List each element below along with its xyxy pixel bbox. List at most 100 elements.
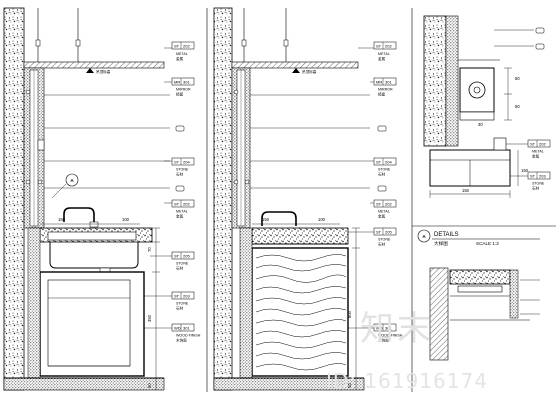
svg-text:MR: MR — [174, 80, 180, 85]
svg-text:MIRROR: MIRROR — [378, 88, 393, 92]
detail-dim-150b: 150 — [521, 168, 529, 173]
dim-100-2: 100 — [318, 217, 326, 222]
tag-2-2: MR 301 MIRROR 镜面 — [373, 77, 397, 97]
svg-text:ST: ST — [530, 174, 536, 179]
svg-text:203: 203 — [183, 294, 190, 299]
svg-text:镜面: 镜面 — [176, 92, 184, 97]
svg-text:金属: 金属 — [378, 56, 386, 61]
svg-text:ST: ST — [174, 160, 180, 165]
svg-text:MR: MR — [376, 80, 382, 85]
svg-text:203: 203 — [539, 174, 546, 179]
svg-text:石材: 石材 — [378, 242, 386, 247]
detail-tag-2: ST 203 STONE 石材 — [510, 171, 551, 191]
wood-grain-2 — [255, 254, 347, 371]
svg-text:ST: ST — [174, 254, 180, 259]
svg-text:ST: ST — [174, 202, 180, 207]
svg-text:WOOD FINISH: WOOD FINISH — [176, 334, 201, 338]
svg-text:METAL: METAL — [176, 210, 188, 214]
detail-scale: SCALE 1:3 — [476, 241, 499, 246]
svg-text:石材: 石材 — [176, 172, 184, 177]
svg-text:WD: WD — [376, 326, 383, 331]
svg-text:205: 205 — [385, 230, 392, 235]
ceiling-slab-1 — [23, 61, 165, 69]
svg-text:ST: ST — [376, 44, 382, 49]
svg-text:木饰面: 木饰面 — [176, 338, 187, 343]
detail-lower-wall — [429, 267, 449, 361]
detail-callout-a — [65, 173, 79, 187]
svg-text:202: 202 — [385, 202, 392, 207]
svg-text:STONE: STONE — [176, 168, 189, 172]
dim-150: 150 — [58, 217, 66, 222]
svg-text:301: 301 — [183, 80, 190, 85]
floor-slab-1 — [3, 377, 165, 391]
dim-50: 50 — [147, 383, 152, 388]
tag-2-4: ST 202 METAL 金属 — [373, 199, 397, 219]
watermark-brand: 知末 — [360, 309, 434, 349]
watermark: 知末 ID: 161916174 — [326, 309, 488, 393]
wall-section-1 — [3, 7, 25, 391]
tag-1-6: ST 203 STONE 石材 — [171, 291, 195, 311]
tag-1-5: ST 205 STONE 石材 — [171, 251, 195, 271]
svg-text:石材: 石材 — [176, 306, 184, 311]
ceiling-level-label-2: 吊顶标高 — [302, 69, 317, 74]
svg-text:204: 204 — [183, 160, 190, 165]
dim-70: 70 — [147, 247, 152, 252]
tag-1-3: ST 204 STONE 石材 — [171, 157, 195, 177]
svg-text:METAL: METAL — [378, 210, 390, 214]
dim-50-2: 50 — [347, 383, 352, 388]
svg-text:ST: ST — [376, 160, 382, 165]
tag-1-4: ST 202 METAL 金属 — [171, 199, 195, 219]
dim-800: 800 — [347, 310, 352, 318]
svg-text:202: 202 — [539, 142, 546, 147]
elevation-2: 吊顶标高 — [213, 7, 403, 391]
ceiling-level-marker-2 — [292, 68, 300, 73]
svg-text:ST: ST — [530, 142, 536, 147]
svg-text:METAL: METAL — [176, 52, 188, 56]
detail-dim-50a: 50 — [515, 76, 520, 81]
watermark-id: ID: 161916174 — [326, 369, 488, 393]
svg-text:301: 301 — [385, 326, 392, 331]
svg-text:金属: 金属 — [532, 154, 540, 159]
dim-350: 350 — [147, 314, 152, 322]
svg-text:202: 202 — [183, 202, 190, 207]
vanity-cabinet-2 — [251, 247, 349, 377]
detail-title-letter: A — [422, 234, 426, 239]
wall-section-2 — [213, 7, 233, 391]
faucet-2 — [261, 211, 297, 226]
svg-text:MIRROR: MIRROR — [176, 88, 191, 92]
tag-2-6: WD 301 WOOD FINISH 木饰面 — [373, 323, 403, 343]
svg-text:石材: 石材 — [378, 172, 386, 177]
svg-text:金属: 金属 — [378, 214, 386, 219]
detail-a: 50 50 30 150 150 ST 202 METAL 金属 ST 203 — [412, 15, 556, 361]
detail-tag-1: ST 202 METAL 金属 — [506, 139, 551, 159]
svg-text:METAL: METAL — [378, 52, 390, 56]
svg-text:STONE: STONE — [176, 302, 189, 306]
ceiling-level-label-1: 吊顶标高 — [96, 69, 111, 74]
svg-text:WD: WD — [174, 326, 181, 331]
svg-text:301: 301 — [385, 80, 392, 85]
tag-1-7: WD 301 WOOD FINISH 木饰面 — [171, 323, 201, 343]
svg-text:205: 205 — [183, 254, 190, 259]
basin-1 — [49, 242, 139, 269]
svg-text:石材: 石材 — [532, 186, 540, 191]
svg-text:ST: ST — [376, 202, 382, 207]
svg-text:STONE: STONE — [532, 182, 545, 186]
svg-text:STONE: STONE — [378, 168, 391, 172]
detail-dim-30: 30 — [478, 122, 483, 127]
tag-2-1: ST 202 METAL 金属 — [358, 41, 397, 61]
svg-text:WOOD FINISH: WOOD FINISH — [378, 334, 403, 338]
svg-text:金属: 金属 — [176, 214, 184, 219]
elevation-1: 吊顶标高 A — [3, 7, 201, 391]
svg-text:金属: 金属 — [176, 56, 184, 61]
dim-150-2: 150 — [262, 217, 270, 222]
svg-text:204: 204 — [385, 160, 392, 165]
svg-text:木饰面: 木饰面 — [378, 338, 389, 343]
dim-100: 100 — [122, 217, 130, 222]
faucet-1 — [63, 207, 95, 222]
svg-text:METAL: METAL — [532, 150, 544, 154]
tag-2-3: ST 204 STONE 石材 — [373, 157, 397, 177]
detail-title-cn: 大样图 — [434, 240, 448, 247]
tag-1-1: ST 202 METAL 金属 — [164, 41, 195, 61]
detail-lower-frame — [449, 269, 511, 285]
